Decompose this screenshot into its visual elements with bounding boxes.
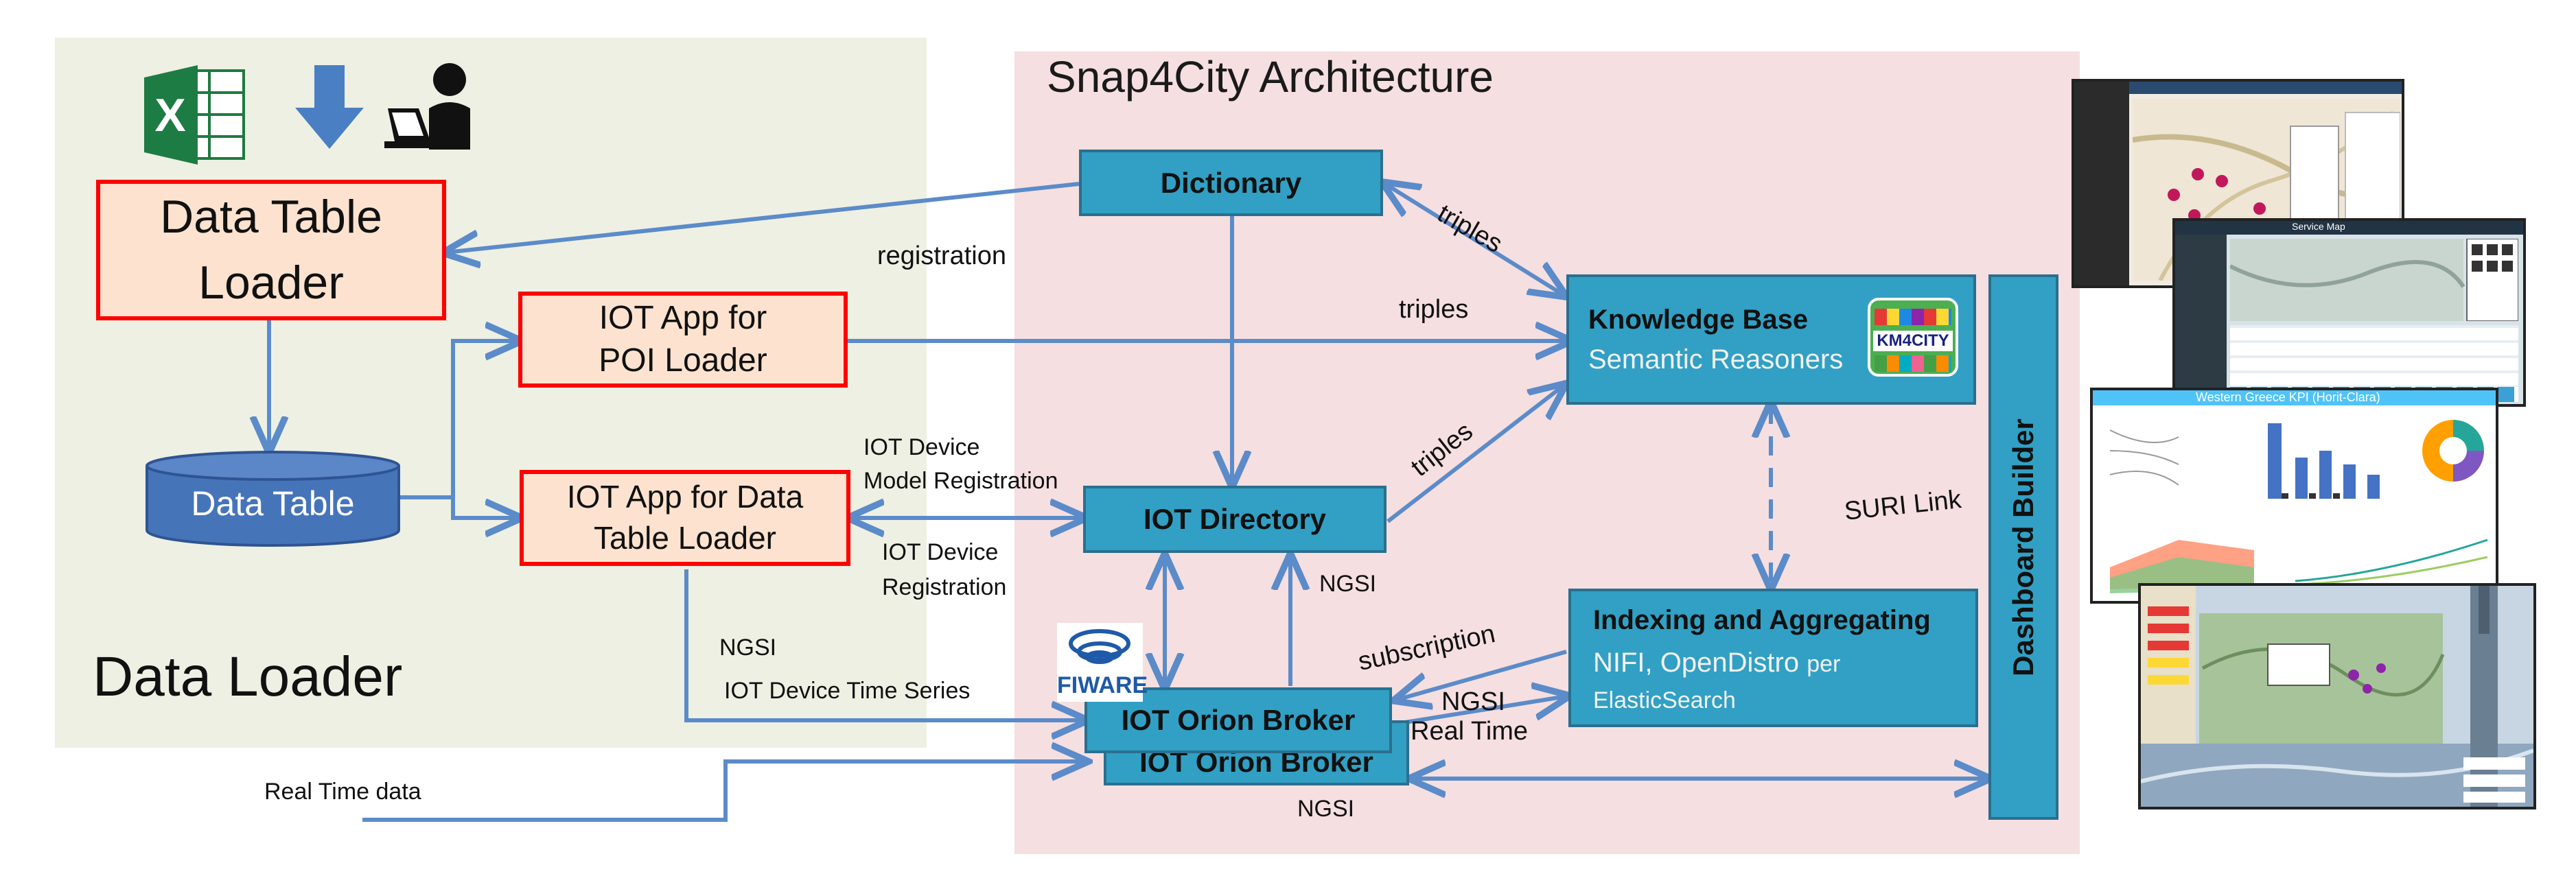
data-table-node: Data Table — [144, 449, 402, 549]
knowledge-base-subtitle: Semantic Reasoners — [1588, 344, 1844, 375]
indexing-line2: NIFI, OpenDistro per — [1593, 648, 1840, 678]
excel-icon: X — [144, 65, 247, 165]
label-device-registration-line1: IOT Device — [882, 539, 999, 565]
label-real-time-data: Real Time data — [264, 779, 421, 805]
km4city-badge: KM4CITY — [1868, 298, 1958, 377]
label-triples-mid: triples — [1399, 295, 1469, 324]
arrow-table-to-app — [451, 497, 518, 518]
indexing-line3: ElasticSearch — [1593, 687, 1736, 713]
label-iot-device-registration: IOT Device Registration — [882, 535, 1006, 605]
label-ngsi-realtime: NGSI — [1441, 687, 1505, 716]
poi-loader-node: IOT App for POI Loader — [518, 292, 848, 388]
label-model-registration-line2: Model Registration — [863, 468, 1058, 495]
arrow-directory-to-kb — [1386, 386, 1564, 523]
label-iot-device-time-series: IOT Device Time Series — [724, 678, 971, 704]
km4city-badge-strip — [1875, 309, 1951, 325]
data-table-label: Data Table — [191, 484, 355, 523]
screenshot3-header: Western Greece KPI (Horit-Clara) — [2093, 390, 2496, 405]
label-real-time: Real Time — [1411, 717, 1529, 746]
indexing-line2b: per — [1807, 651, 1841, 677]
data-table-loader-line2: Loader — [198, 256, 344, 309]
poi-loader-line2: POI Loader — [599, 342, 767, 379]
arrow-indexing-to-broker — [1397, 650, 1567, 700]
user-laptop-icon — [381, 60, 477, 153]
arrow-app-to-broker — [684, 569, 1084, 720]
dictionary-node: Dictionary — [1079, 150, 1383, 216]
dashboard-builder-label: Dashboard Builder — [2007, 418, 2040, 676]
label-registration: registration — [877, 241, 1006, 270]
dashboard-builder-node: Dashboard Builder — [1988, 274, 2058, 820]
screenshot2-map-graphic — [2230, 239, 2518, 321]
knowledge-base-title: Knowledge Base — [1588, 305, 1809, 335]
fiware-label: FIWARE — [1057, 672, 1148, 698]
screenshot2-header: Service Map — [2175, 221, 2523, 235]
screenshot2-title: Service Map — [2292, 221, 2345, 232]
label-model-registration-line1: IOT Device — [863, 434, 980, 460]
data-table-loader-node: Data Table Loader — [96, 180, 446, 320]
screenshot-header — [2129, 82, 2402, 94]
arrow-broker-to-indexing — [1396, 696, 1566, 726]
arrow-table-to-poi — [451, 341, 518, 497]
label-device-registration-line2: Registration — [882, 574, 1007, 600]
fiware-logo: FIWARE — [1057, 623, 1148, 702]
data-table-app-line1: IOT App for Data — [566, 479, 804, 515]
data-table-loader-line1: Data Table — [160, 191, 382, 244]
indexing-title: Indexing and Aggregating — [1593, 605, 1931, 635]
architecture-title: Snap4City Architecture — [1047, 52, 1494, 102]
arrow-dictionary-kb — [1385, 184, 1564, 295]
label-ngsi-directory: NGSI — [1319, 571, 1377, 597]
screenshot2-sidebar — [2175, 235, 2227, 404]
orion-broker-node: IOT Orion Broker — [1084, 687, 1392, 753]
arrow-dictionary-to-loader — [446, 182, 1080, 252]
screenshot3-title: Western Greece KPI (Horit-Clara) — [2196, 390, 2380, 404]
indexing-line2a: NIFI, OpenDistro — [1593, 648, 1800, 678]
label-iot-device-model-registration: IOT Device Model Registration — [863, 431, 1058, 499]
data-table-app-line2: Table Loader — [594, 520, 776, 556]
download-arrow-icon — [295, 65, 364, 151]
data-table-app-node: IOT App for Data Table Loader — [520, 470, 850, 566]
poi-loader-line1: IOT App for — [599, 299, 767, 336]
dashboard-screenshot-city — [2138, 583, 2536, 809]
label-ngsi-loader: NGSI — [719, 635, 777, 661]
km4city-badge-strip-bottom — [1875, 355, 1951, 372]
screenshot3-charts — [2109, 420, 2488, 593]
label-ngsi-bottom: NGSI — [1297, 796, 1355, 822]
arrow-realtime-data — [362, 761, 1084, 822]
dashboard-screenshot-kpi: Western Greece KPI (Horit-Clara) — [2090, 388, 2498, 604]
knowledge-base-node: Knowledge Base Semantic Reasoners KM4CIT… — [1566, 274, 1976, 405]
svg-text:X: X — [154, 89, 185, 141]
data-loader-title: Data Loader — [93, 646, 403, 708]
screenshot4-graphic — [2141, 586, 2533, 807]
screenshot-sidebar — [2074, 82, 2129, 285]
dashboard-screenshot-service-map: Service Map — [2172, 218, 2526, 407]
km4city-badge-label: KM4CITY — [1873, 331, 1953, 351]
indexing-node: Indexing and Aggregating NIFI, OpenDistr… — [1568, 589, 1978, 727]
iot-directory-node: IOT Directory — [1083, 486, 1386, 553]
